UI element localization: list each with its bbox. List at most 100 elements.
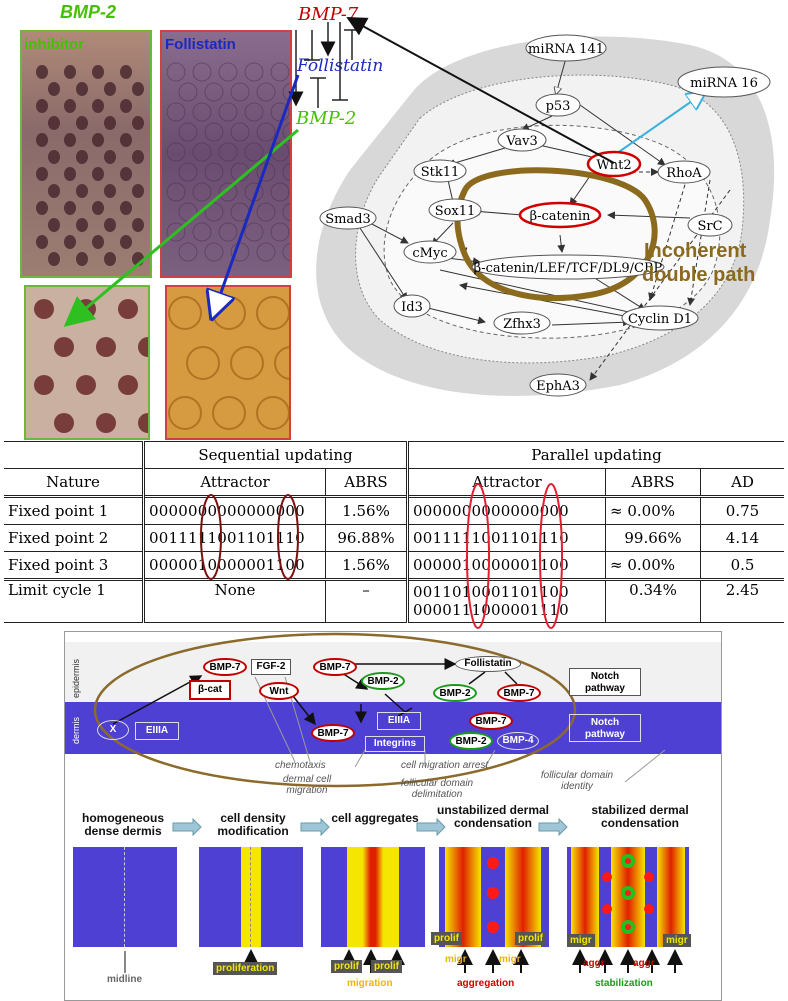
texture-ring (218, 222, 238, 242)
node-mirna141-label: miRNA 141 (528, 42, 604, 57)
texture-spot (120, 201, 132, 215)
texture-ring (282, 82, 290, 102)
mol-bmp7-2: BMP-7 (313, 658, 357, 676)
texture-spot (36, 201, 48, 215)
texture-spot (96, 413, 116, 433)
cell-par-attractor: 0000000000000000 (407, 494, 606, 525)
panel-density (199, 847, 303, 947)
bmp2-to-zoom-arrow (63, 128, 299, 327)
photo-label-follistatin: Follistatin (165, 36, 236, 53)
texture-spot (132, 116, 144, 130)
label-migr-2: migr (499, 954, 521, 965)
mol-eiiia-1: EIIIA (135, 722, 179, 740)
texture-spot (104, 150, 116, 164)
texture-spot (76, 218, 88, 232)
mol-bmp7-5: BMP-7 (469, 712, 513, 730)
texture-ring (168, 296, 202, 330)
texture-ring (270, 102, 290, 122)
label-follicular-identity: follicular domain identity (540, 770, 614, 792)
texture-spot (64, 65, 76, 79)
cell-par-attractor: 0000010000001100 (407, 550, 606, 580)
texture-ring (192, 102, 212, 122)
mol-fgf2: FGF-2 (251, 659, 291, 675)
spot-pattern (36, 65, 144, 266)
texture-spot (92, 133, 104, 147)
texture-spot (104, 218, 116, 232)
stage-5-title: stabilized dermal condensation (591, 803, 689, 830)
gradient-band-left (445, 847, 481, 947)
texture-spot (76, 82, 88, 96)
texture-spot (76, 375, 96, 395)
texture-ring (204, 122, 224, 142)
texture-spot (92, 235, 104, 249)
texture-ring (168, 396, 202, 430)
texture-ring (282, 122, 290, 142)
gradient-band-right (657, 847, 685, 947)
mol-bmp4: BMP-4 (497, 732, 539, 750)
node-cyclind1 (621, 305, 699, 331)
texture-spot (76, 252, 88, 266)
panel-stabilized (567, 847, 689, 947)
texture-ring (204, 202, 224, 222)
tag-migr-2: migr (663, 934, 691, 947)
mol-notch-epi: Notch pathway (569, 668, 641, 696)
stage-arrows (172, 817, 568, 837)
mol-bmp7-3: BMP-7 (497, 684, 541, 702)
texture-spot (92, 65, 104, 79)
dermis-band (65, 702, 721, 754)
texture-ring (230, 346, 264, 380)
mol-bmp7-4: BMP-7 (311, 724, 355, 742)
texture-spot (64, 133, 76, 147)
cell-ad: 2.45 (700, 577, 784, 624)
header-ad: AD (700, 467, 784, 497)
cell-par-abrs: 99.66% (605, 523, 701, 552)
node-stk11-label: Stk11 (421, 165, 460, 180)
gene-network-diagram: miRNA 141 miRNA 16 p53 Vav3 Wnt2 Stk11 R… (316, 34, 775, 397)
midline-dash (250, 847, 251, 947)
table-row: Fixed point 1 0000000000000000 1.56% 000… (4, 494, 784, 525)
cell-seq-attractor: None (143, 577, 326, 624)
texture-ring (218, 142, 238, 162)
node-bcatenin (518, 201, 602, 229)
label-aggr-1: aggr (583, 958, 605, 969)
texture-ring (256, 122, 276, 142)
texture-spot (120, 99, 132, 113)
cell-nature: Fixed point 1 (4, 494, 145, 525)
node-lef-complex (471, 254, 665, 280)
stage-4-title: unstabilized dermal condensation (436, 803, 550, 830)
cell-seq-attractor: 0011111001101110 (143, 523, 326, 552)
header-attractor-seq: Attractor (143, 467, 326, 497)
texture-spot (48, 82, 60, 96)
texture-spot (76, 116, 88, 130)
node-mirna16 (677, 66, 771, 98)
mol-eiiia-2: EIIIA (377, 712, 421, 730)
cell-seq-attractor: 0000010000001100 (143, 550, 326, 580)
table-row: Fixed point 3 0000010000001100 1.56% 000… (4, 550, 784, 580)
texture-spot (48, 116, 60, 130)
node-id3-label: Id3 (401, 300, 423, 315)
texture-ring (282, 202, 290, 222)
texture-ring (166, 182, 186, 202)
texture-spot (76, 150, 88, 164)
node-epha3 (529, 373, 587, 397)
texture-ring (166, 62, 186, 82)
incoherent-double-path-loop (454, 167, 658, 301)
label-stabilization: stabilization (595, 978, 653, 989)
texture-spot (36, 65, 48, 79)
node-sox11-label: Sox11 (435, 204, 476, 219)
texture-ring (212, 396, 246, 430)
table-row: Fixed point 2 0011111001101110 96.88% 00… (4, 523, 784, 552)
texture-ring (256, 202, 276, 222)
texture-spot (118, 299, 138, 319)
texture-ring (166, 142, 186, 162)
texture-spot (64, 167, 76, 181)
cascade-bmp7: BMP-7 (298, 4, 359, 25)
node-mirna141 (525, 34, 607, 62)
texture-ring (218, 62, 238, 82)
cell-seq-abrs: 96.88% (325, 523, 409, 552)
node-stk11 (413, 159, 467, 183)
texture-ring (270, 222, 290, 242)
texture-ring (204, 242, 224, 262)
texture-ring (256, 296, 289, 330)
texture-spot (48, 150, 60, 164)
